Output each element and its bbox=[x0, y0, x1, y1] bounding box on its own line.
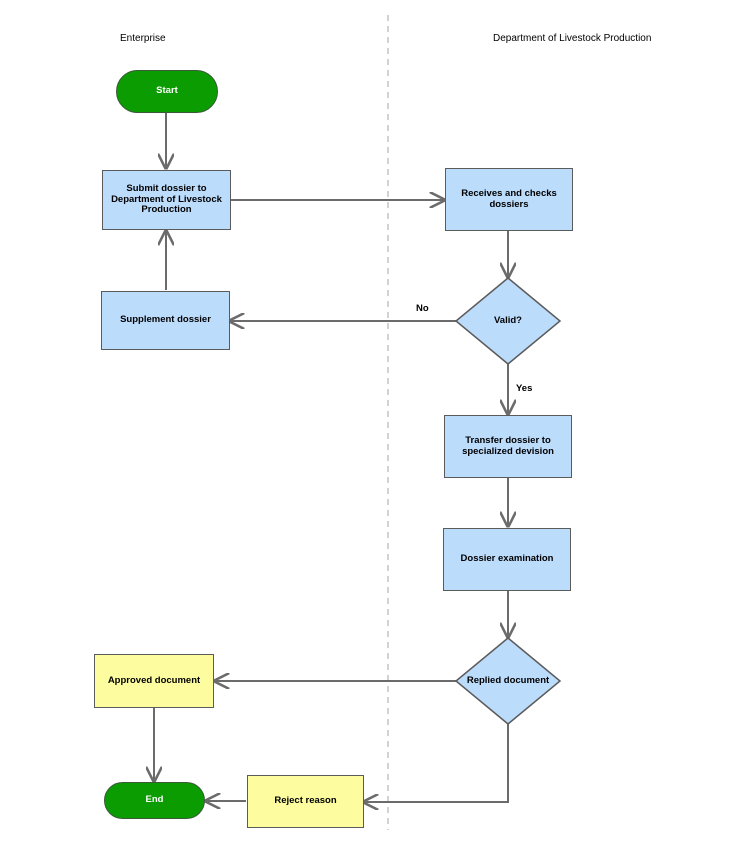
decision-valid-label: Valid? bbox=[494, 314, 522, 326]
decision-replied-label: Replied document bbox=[466, 674, 550, 686]
edge-replied-reject bbox=[364, 724, 509, 802]
supplement-dossier-box: Supplement dossier bbox=[101, 291, 230, 350]
transfer-dossier-box: Transfer dossier to specialized devision bbox=[444, 415, 572, 478]
dossier-examination-box: Dossier examination bbox=[443, 528, 571, 591]
decision-replied-shape bbox=[454, 637, 562, 725]
lane-label-department: Department of Livestock Production bbox=[493, 33, 652, 44]
decision-valid-shape bbox=[454, 277, 562, 365]
edge-label-no: No bbox=[416, 303, 429, 314]
submit-dossier-box: Submit dossier to Department of Livestoc… bbox=[102, 170, 231, 230]
lane-label-enterprise: Enterprise bbox=[120, 33, 166, 44]
reject-reason-box: Reject reason bbox=[247, 775, 364, 828]
start-node: Start bbox=[116, 70, 218, 113]
edge-label-yes: Yes bbox=[516, 383, 533, 394]
end-node: End bbox=[104, 782, 205, 819]
receive-check-box: Receives and checks dossiers bbox=[445, 168, 573, 231]
approved-document-box: Approved document bbox=[94, 654, 214, 708]
